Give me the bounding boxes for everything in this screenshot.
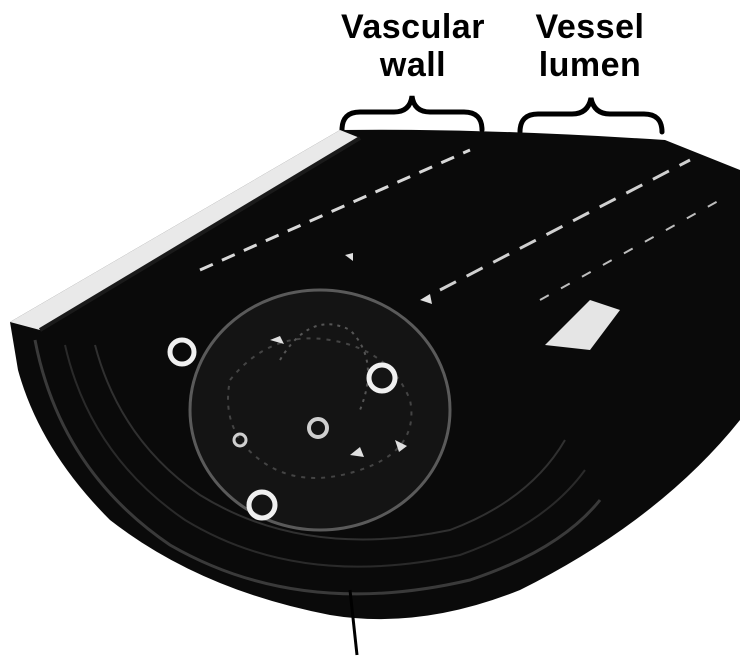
vascular-wall-brace xyxy=(342,96,482,130)
vessel-lumen-brace xyxy=(520,98,662,132)
lumen-cross-section xyxy=(190,290,450,530)
